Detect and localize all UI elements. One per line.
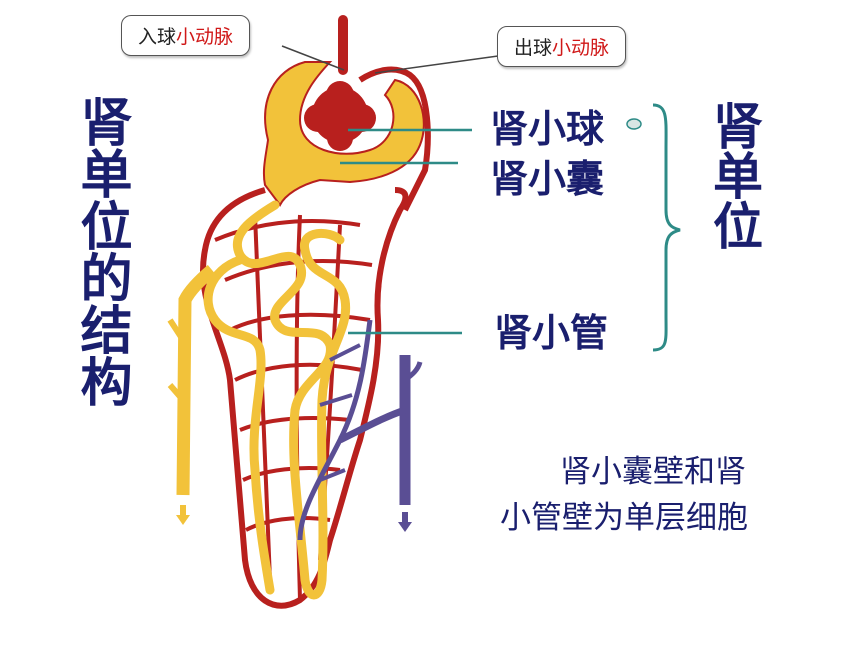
downward-arrow-icon <box>398 512 412 532</box>
note-line-1: 肾小囊壁和肾 <box>560 454 746 490</box>
oval-marker <box>626 118 642 130</box>
capsule-label: 肾小囊 <box>490 157 605 201</box>
afferent-arteriole-callout: 入球小动脉 <box>121 15 251 56</box>
bowman-capsule-shape <box>262 61 425 207</box>
collecting-duct-shape <box>176 265 217 496</box>
tubule-label: 肾小管 <box>494 311 609 355</box>
nephron-group-label: 肾单位 <box>705 100 763 250</box>
glomerulus-label: 肾小球 <box>490 107 605 151</box>
glomerulus-shape <box>304 81 376 151</box>
page-title: 肾单位的结构 <box>71 95 131 407</box>
downward-arrow-icon <box>176 505 190 525</box>
curly-brace-shape <box>652 103 681 352</box>
efferent-arteriole-shape <box>358 66 431 212</box>
efferent-arteriole-callout: 出球小动脉 <box>497 26 627 67</box>
leader-lines <box>340 128 472 335</box>
renal-vein-shape <box>297 319 423 541</box>
note-line-2: 小管壁为单层细胞 <box>500 500 748 536</box>
renal-tubule-shape <box>203 200 351 600</box>
